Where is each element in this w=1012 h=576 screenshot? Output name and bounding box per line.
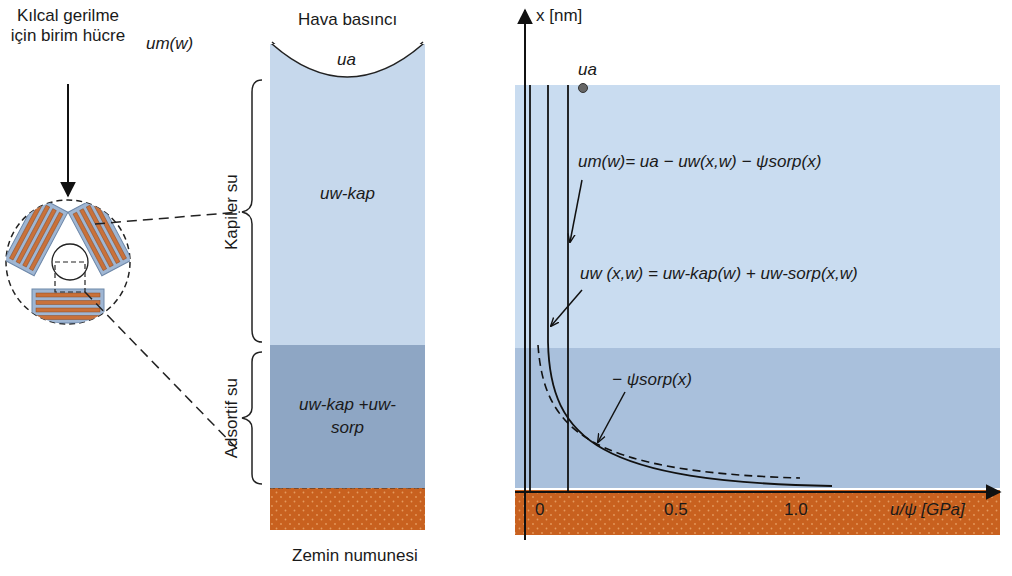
capillary-band: uw-kap bbox=[270, 44, 425, 345]
band-label: uw-kap +uw-sorp bbox=[293, 394, 403, 438]
variable-label: um(w) bbox=[146, 34, 193, 54]
y-axis bbox=[524, 10, 526, 540]
air-pressure-label: Hava basıncı bbox=[298, 10, 397, 30]
uw-curve bbox=[548, 342, 832, 486]
uw-line bbox=[547, 85, 549, 342]
um-line bbox=[567, 85, 569, 492]
x-axis bbox=[515, 491, 1000, 493]
zone-label: Adsortif su bbox=[222, 378, 242, 458]
equation-label: uw (x,w) = uw-kap(w) + uw-sorp(x,w) bbox=[580, 264, 858, 284]
tick-label: 0 bbox=[535, 500, 544, 520]
equation-label: − ψsorp(x) bbox=[612, 370, 692, 390]
bracket bbox=[242, 80, 262, 342]
ua-line bbox=[529, 85, 531, 492]
capillary-region bbox=[515, 85, 1000, 348]
soil-strip bbox=[515, 490, 1000, 535]
soil-strip bbox=[270, 488, 425, 530]
sample-label: Zemin numunesi bbox=[292, 546, 418, 566]
equation-label: um(w)= ua − uw(x,w) − ψsorp(x) bbox=[578, 152, 821, 172]
leader-arrow bbox=[598, 392, 625, 442]
zoom-line bbox=[95, 212, 240, 224]
adsorbed-region bbox=[515, 348, 1000, 488]
cell-title: Kılcal gerilme için birim hücre bbox=[4, 6, 132, 47]
unit-cell bbox=[4, 196, 132, 324]
bracket bbox=[242, 352, 262, 484]
leader-arrow bbox=[570, 180, 582, 242]
zoom-line bbox=[85, 292, 240, 452]
axis-label: x [nm] bbox=[536, 6, 582, 26]
tick-label: 1.0 bbox=[784, 500, 808, 520]
band-label: uw-kap bbox=[320, 183, 375, 205]
axis-label: u/ψ [GPa] bbox=[890, 500, 965, 520]
ua-point bbox=[579, 84, 588, 93]
adsorbed-band: uw-kap +uw-sorp bbox=[270, 345, 425, 488]
variable-label: ua bbox=[337, 50, 356, 70]
zone-label: Kapiler su bbox=[222, 174, 242, 250]
tick-label: 0.5 bbox=[664, 500, 688, 520]
psi-curve bbox=[538, 345, 800, 478]
pointer-arrow bbox=[67, 84, 69, 196]
leader-arrow bbox=[551, 290, 582, 326]
variable-label: ua bbox=[578, 60, 597, 80]
